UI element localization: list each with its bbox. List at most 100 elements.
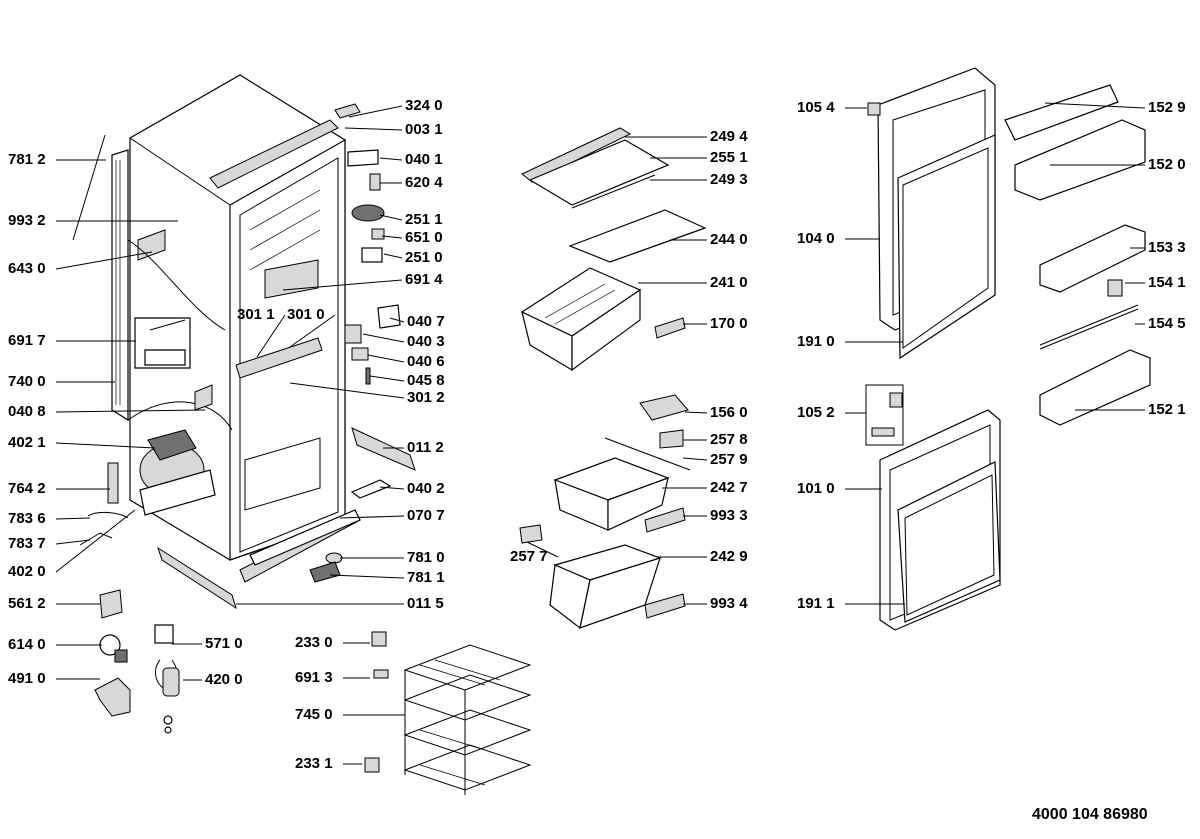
part-label: 040 2 bbox=[407, 480, 445, 497]
part-label: 257 8 bbox=[710, 431, 748, 448]
wire-shelves bbox=[364, 631, 532, 795]
leader-line bbox=[55, 409, 206, 413]
leader-line bbox=[55, 517, 91, 520]
part-label: 420 0 bbox=[205, 671, 243, 688]
leader-line bbox=[379, 486, 405, 490]
leader-line bbox=[379, 157, 403, 161]
part-label: 045 8 bbox=[407, 372, 445, 389]
shelves-and-drawers bbox=[519, 127, 707, 630]
part-label: 040 7 bbox=[407, 313, 445, 330]
part-label: 040 3 bbox=[407, 333, 445, 350]
leader-line bbox=[55, 442, 156, 449]
part-label: 491 0 bbox=[8, 670, 46, 687]
part-label: 244 0 bbox=[710, 231, 748, 248]
part-label: 011 5 bbox=[407, 595, 444, 612]
part-label: 643 0 bbox=[8, 260, 46, 277]
leader-line bbox=[55, 251, 153, 270]
part-label: 153 3 bbox=[1148, 239, 1186, 256]
part-label: 993 4 bbox=[710, 595, 748, 612]
part-label: 191 0 bbox=[797, 333, 835, 350]
part-label: 324 0 bbox=[405, 97, 443, 114]
part-label: 781 2 bbox=[8, 151, 46, 168]
leader-line bbox=[682, 457, 708, 461]
part-label: 003 1 bbox=[405, 121, 443, 138]
part-label: 233 0 bbox=[295, 634, 333, 651]
fridge-door bbox=[865, 384, 1001, 631]
leader-line bbox=[256, 314, 286, 358]
part-label: 104 0 bbox=[797, 230, 835, 247]
part-label: 152 1 bbox=[1148, 401, 1186, 418]
door-bins bbox=[1004, 84, 1151, 426]
part-label: 691 4 bbox=[405, 271, 443, 288]
leader-line bbox=[362, 333, 405, 343]
part-label: 301 1 bbox=[237, 306, 275, 323]
leader-line bbox=[389, 317, 405, 323]
part-label: 620 4 bbox=[405, 174, 443, 191]
part-label: 745 0 bbox=[295, 706, 333, 723]
part-label: 561 2 bbox=[8, 595, 46, 612]
part-label: 764 2 bbox=[8, 480, 46, 497]
leader-line bbox=[348, 105, 403, 118]
part-label: 651 0 bbox=[405, 229, 443, 246]
part-label: 233 1 bbox=[295, 755, 333, 772]
leader-line bbox=[379, 214, 403, 221]
part-label: 740 0 bbox=[8, 373, 46, 390]
part-label: 691 3 bbox=[295, 669, 333, 686]
leader-line bbox=[684, 411, 708, 414]
part-label: 170 0 bbox=[710, 315, 748, 332]
part-label: 993 3 bbox=[710, 507, 748, 524]
leader-lines bbox=[55, 102, 1146, 765]
part-label: 070 7 bbox=[407, 507, 445, 524]
part-label: 402 1 bbox=[8, 434, 46, 451]
part-label: 251 0 bbox=[405, 249, 443, 266]
part-label: 154 5 bbox=[1148, 315, 1186, 332]
part-label: 781 0 bbox=[407, 549, 445, 566]
part-label: 101 0 bbox=[797, 480, 835, 497]
leader-line bbox=[329, 574, 405, 579]
part-label: 242 7 bbox=[710, 479, 748, 496]
part-label: 191 1 bbox=[797, 595, 835, 612]
part-label: 011 2 bbox=[407, 439, 444, 456]
leader-line bbox=[526, 541, 559, 558]
part-label: 301 2 bbox=[407, 389, 445, 406]
part-label: 301 0 bbox=[287, 306, 325, 323]
part-label: 152 0 bbox=[1148, 156, 1186, 173]
leader-line bbox=[55, 509, 136, 573]
part-label: 249 4 bbox=[710, 128, 748, 145]
leader-line bbox=[289, 382, 405, 399]
leader-line bbox=[344, 127, 403, 131]
compressor bbox=[79, 429, 216, 546]
part-label: 154 1 bbox=[1148, 274, 1186, 291]
part-label: 614 0 bbox=[8, 636, 46, 653]
leader-line bbox=[339, 515, 405, 519]
leader-line bbox=[289, 314, 336, 348]
leader-line bbox=[55, 539, 91, 545]
part-label: 257 9 bbox=[710, 451, 748, 468]
part-label: 105 4 bbox=[797, 99, 835, 116]
part-label: 257 7 bbox=[510, 548, 548, 565]
part-label: 255 1 bbox=[710, 149, 748, 166]
cabinet-small-parts bbox=[157, 103, 416, 610]
part-label: 040 8 bbox=[8, 403, 46, 420]
left-side-panel bbox=[72, 134, 233, 431]
part-label: 251 1 bbox=[405, 211, 443, 228]
part-label: 691 7 bbox=[8, 332, 46, 349]
part-label: 781 1 bbox=[407, 569, 445, 586]
electrical-components bbox=[94, 589, 180, 734]
part-label: 241 0 bbox=[710, 274, 748, 291]
part-label: 105 2 bbox=[797, 404, 835, 421]
part-label: 156 0 bbox=[710, 404, 748, 421]
leader-line bbox=[381, 235, 403, 239]
part-label: 152 9 bbox=[1148, 99, 1186, 116]
leader-line bbox=[282, 279, 403, 291]
part-label: 571 0 bbox=[205, 635, 243, 652]
part-label: 783 6 bbox=[8, 510, 46, 527]
leader-line bbox=[367, 354, 405, 363]
part-label: 242 9 bbox=[710, 548, 748, 565]
leader-line bbox=[1044, 102, 1146, 109]
part-label: 249 3 bbox=[710, 171, 748, 188]
document-code: 4000 104 86980 bbox=[1032, 806, 1148, 823]
leader-line bbox=[383, 253, 403, 259]
